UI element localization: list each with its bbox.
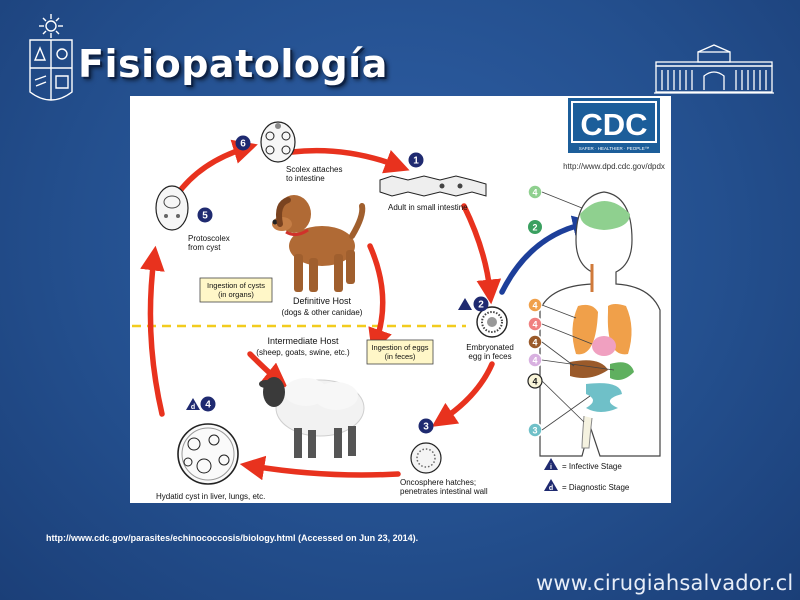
arrow-1-to-2 xyxy=(461,203,502,305)
sheep-illustration xyxy=(259,377,365,458)
arrow-4-to-5 xyxy=(140,245,165,417)
definitive-host-subtitle: (dogs & other canidae) xyxy=(282,308,363,317)
dog-illustration xyxy=(272,195,366,292)
svg-text:4: 4 xyxy=(532,377,537,387)
step-4-number: 4 xyxy=(205,400,211,411)
cdc-tagline: SAFER · HEALTHIER · PEOPLE™ xyxy=(579,146,649,151)
embryonated-egg-drawing xyxy=(476,306,508,338)
organ-pointer-lines xyxy=(541,191,615,431)
slide-title: Fisiopatología xyxy=(78,42,388,86)
step-3-number: 3 xyxy=(423,422,429,433)
svg-text:2: 2 xyxy=(532,223,537,233)
step-2-infective-icon xyxy=(458,298,472,310)
step-6-label-line1: Scolex attaches xyxy=(286,165,342,174)
arrow-3-to-4 xyxy=(239,455,401,481)
legend-diagnostic-label: = Diagnostic Stage xyxy=(562,483,630,492)
legend-diagnostic-icon xyxy=(544,479,558,491)
step-3-label-line2: penetrates intestinal wall xyxy=(400,487,488,496)
human-bone xyxy=(581,415,593,449)
legend-infective-symbol: i xyxy=(550,464,552,471)
hospital-building-logo xyxy=(652,44,776,96)
ingestion-cysts-line2: (in organs) xyxy=(218,290,254,299)
step-6-badge xyxy=(235,135,251,151)
step-5-label-line2: from cyst xyxy=(188,243,221,252)
oncosphere-drawing xyxy=(410,442,442,474)
step-2-badge xyxy=(473,296,489,312)
human-intestine xyxy=(586,383,622,412)
human-liver xyxy=(570,360,608,378)
hydatid-cyst-drawing xyxy=(177,423,239,485)
step-4-diagnostic-icon xyxy=(186,398,200,410)
human-figure xyxy=(539,191,661,457)
step-4-label: Hydatid cyst in liver, lungs, etc. xyxy=(156,492,265,501)
arrow-2-to-3 xyxy=(431,361,495,427)
human-stomach xyxy=(610,362,634,380)
step-4-diagnostic-symbol: d xyxy=(191,404,195,411)
step-1-label: Adult in small intestine xyxy=(388,203,468,212)
organ-badge-intestine xyxy=(528,220,542,234)
step-3-label-line1: Oncosphere hatches; xyxy=(400,478,476,487)
human-lung-left xyxy=(572,304,598,355)
scolex-drawing xyxy=(260,121,296,163)
protoscolex-drawing xyxy=(155,185,189,231)
human-heart xyxy=(592,336,616,356)
legend-diagnostic-symbol: d xyxy=(549,485,553,492)
arrow-sheep-to-cyst xyxy=(247,351,288,388)
intermediate-host-subtitle: (sheep, goats, swine, etc.) xyxy=(256,348,350,357)
arrow-5-to-6 xyxy=(173,139,258,199)
svg-text:4: 4 xyxy=(532,320,537,330)
step-6-number: 6 xyxy=(240,139,246,150)
legend-infective-label: = Infective Stage xyxy=(562,462,622,471)
university-logo xyxy=(26,12,76,110)
svg-text:4: 4 xyxy=(532,338,537,348)
step-2-label-line2: egg in feces xyxy=(468,352,511,361)
step-1-badge xyxy=(408,152,424,168)
ingestion-eggs-line1: Ingestion of eggs xyxy=(371,343,428,352)
svg-text:4: 4 xyxy=(532,301,537,311)
cdc-logo-text: CDC xyxy=(580,107,647,142)
website-url: www.cirugiahsalvador.cl xyxy=(536,571,794,595)
source-citation: http://www.cdc.gov/parasites/echinococco… xyxy=(46,533,419,543)
adult-worm-drawing xyxy=(379,175,487,197)
step-5-badge xyxy=(197,207,213,223)
arrow-dog-to-sheep xyxy=(367,243,392,354)
step-6-label-line2: to intestine xyxy=(286,174,325,183)
ingestion-eggs-box xyxy=(366,339,434,365)
cdc-url: http://www.dpd.cdc.gov/dpdx xyxy=(563,162,665,171)
arrow-6-to-1 xyxy=(289,147,410,174)
step-1-number: 1 xyxy=(413,156,419,167)
step-5-number: 5 xyxy=(202,211,208,222)
human-organ-badges: 4 2 4 4 4 4 4 3 xyxy=(527,184,543,438)
step-2-label-line1: Embryonated xyxy=(466,343,514,352)
ingestion-eggs-line2: (in feces) xyxy=(385,352,416,361)
ingestion-cysts-line1: Ingestion of cysts xyxy=(207,281,265,290)
cycle-arrows xyxy=(140,139,502,481)
step-2-number: 2 xyxy=(478,300,484,311)
step-5-label-line1: Protoscolex xyxy=(188,234,230,243)
legend-infective-icon xyxy=(544,458,558,470)
step-4-badge xyxy=(200,396,216,412)
arrow-2-to-human xyxy=(499,215,595,295)
cdc-logo: CDC SAFER · HEALTHIER · PEOPLE™ xyxy=(568,98,660,153)
ingestion-cysts-box xyxy=(199,277,273,303)
definitive-host-title: Definitive Host xyxy=(293,296,352,306)
svg-text:3: 3 xyxy=(532,426,537,436)
step-3-badge xyxy=(418,418,434,434)
echinococcus-life-cycle-diagram: CDC SAFER · HEALTHIER · PEOPLE™ http://w… xyxy=(130,96,671,503)
svg-text:4: 4 xyxy=(532,356,537,366)
human-brain xyxy=(580,201,630,230)
intermediate-host-title: Intermediate Host xyxy=(267,336,339,346)
svg-text:4: 4 xyxy=(532,188,537,198)
